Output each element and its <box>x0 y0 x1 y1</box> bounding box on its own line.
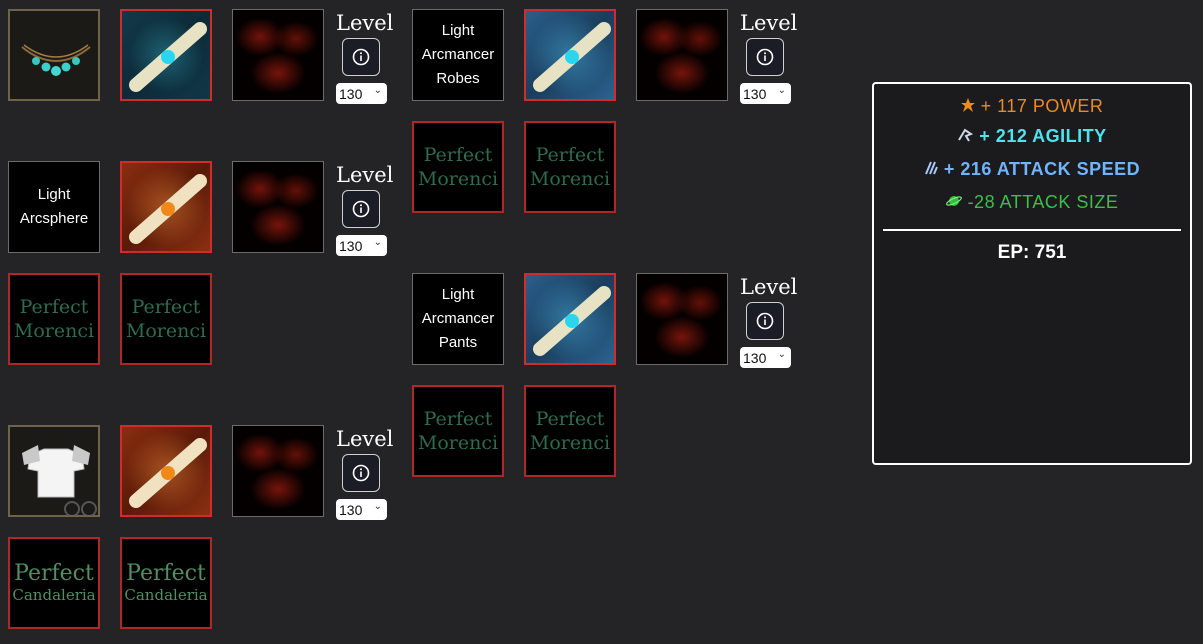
info-button[interactable] <box>746 38 784 76</box>
info-icon <box>352 464 370 482</box>
level-value: 130 <box>743 85 767 102</box>
gem-name: Morenci <box>417 168 499 190</box>
item-name-line: Robes <box>436 70 480 87</box>
chevron-down-icon: ⌄ <box>373 501 382 512</box>
item-name-slot[interactable]: Light Arcmancer Robes <box>412 9 504 101</box>
info-icon <box>756 48 774 66</box>
level-select[interactable]: 130 ⌄ <box>336 83 387 104</box>
level-select[interactable]: 130 ⌄ <box>740 83 791 104</box>
gem-name: Morenci <box>417 432 499 454</box>
orange-scroll-slot[interactable] <box>120 425 212 517</box>
chestplate-slot[interactable] <box>8 425 100 517</box>
chevron-down-icon: ⌄ <box>777 85 786 96</box>
blurred-slot[interactable] <box>232 161 324 253</box>
perfect-label: Perfect <box>131 296 201 318</box>
level-value: 130 <box>339 501 363 518</box>
item-name-line: Arcsphere <box>19 210 89 227</box>
gem-name: Morenci <box>529 168 611 190</box>
stats-panel: + 117 POWER + 212 AGILITY + 216 ATTACK S… <box>872 82 1192 465</box>
blue-scroll-slot[interactable] <box>120 9 212 101</box>
perfect-gem-slot[interactable]: Perfect Morenci <box>524 121 616 213</box>
gem-name: Candaleria <box>12 586 96 604</box>
perfect-gem-slot[interactable]: Perfect Candaleria <box>8 537 100 629</box>
level-value: 130 <box>339 237 363 254</box>
blue-scroll-slot[interactable] <box>524 273 616 365</box>
scroll-icon <box>533 22 611 92</box>
blurred-slot[interactable] <box>636 273 728 365</box>
info-icon <box>352 48 370 66</box>
perfect-label: Perfect <box>14 561 94 586</box>
perfect-gem-slot[interactable]: Perfect Morenci <box>412 385 504 477</box>
level-value: 130 <box>743 349 767 366</box>
scroll-icon <box>533 286 611 356</box>
item-name-line: Light <box>441 22 475 39</box>
stat-attack-speed-text: + 216 ATTACK SPEED <box>943 159 1141 179</box>
necklace-icon <box>21 44 91 76</box>
chevron-down-icon: ⌄ <box>373 85 382 96</box>
attack-size-icon <box>945 192 962 213</box>
power-icon <box>960 96 975 117</box>
perfect-label: Perfect <box>535 408 605 430</box>
perfect-label: Perfect <box>19 296 89 318</box>
chestplate-icon <box>22 445 97 515</box>
level-label: Level <box>740 11 798 35</box>
level-label: Level <box>336 427 394 451</box>
level-select[interactable]: 130 ⌄ <box>740 347 791 368</box>
perfect-gem-slot[interactable]: Perfect Candaleria <box>120 537 212 629</box>
perfect-gem-slot[interactable]: Perfect Morenci <box>8 273 100 365</box>
item-name-line: Light <box>441 286 475 303</box>
orange-scroll-slot[interactable] <box>120 161 212 253</box>
level-value: 130 <box>339 85 363 102</box>
blurred-slot[interactable] <box>232 9 324 101</box>
scroll-icon <box>129 174 207 244</box>
ep-total: EP: 751 <box>997 242 1067 263</box>
info-icon <box>756 312 774 330</box>
perfect-gem-slot[interactable]: Perfect Morenci <box>524 385 616 477</box>
stat-agility: + 212 AGILITY <box>874 126 1190 147</box>
level-label: Level <box>336 163 394 187</box>
scroll-icon <box>129 22 207 92</box>
stat-attack-size-text: -28 ATTACK SIZE <box>967 192 1119 212</box>
perfect-label: Perfect <box>423 408 493 430</box>
item-name-slot[interactable]: Light Arcsphere <box>8 161 100 253</box>
info-button[interactable] <box>342 190 380 228</box>
chevron-down-icon: ⌄ <box>373 237 382 248</box>
perfect-label: Perfect <box>535 144 605 166</box>
blue-scroll-slot[interactable] <box>524 9 616 101</box>
info-icon <box>352 200 370 218</box>
divider <box>883 229 1181 231</box>
stat-power-text: + 117 POWER <box>980 96 1104 116</box>
agility-icon <box>957 126 974 147</box>
level-select[interactable]: 130 ⌄ <box>336 499 387 520</box>
chevron-down-icon: ⌄ <box>777 349 786 360</box>
blurred-slot[interactable] <box>636 9 728 101</box>
attack-speed-icon <box>924 159 938 180</box>
item-name-line: Arcmancer <box>421 310 495 327</box>
info-button[interactable] <box>342 454 380 492</box>
gem-name: Morenci <box>13 320 95 342</box>
perfect-gem-slot[interactable]: Perfect Morenci <box>120 273 212 365</box>
blurred-slot[interactable] <box>232 425 324 517</box>
item-name-line: Pants <box>438 334 478 351</box>
gem-name: Candaleria <box>124 586 208 604</box>
item-name-line: Arcmancer <box>421 46 495 63</box>
necklace-slot[interactable] <box>8 9 100 101</box>
perfect-label: Perfect <box>423 144 493 166</box>
level-label: Level <box>740 275 798 299</box>
perfect-gem-slot[interactable]: Perfect Morenci <box>412 121 504 213</box>
item-name-slot[interactable]: Light Arcmancer Pants <box>412 273 504 365</box>
gem-name: Morenci <box>125 320 207 342</box>
scroll-icon <box>129 438 207 508</box>
info-button[interactable] <box>746 302 784 340</box>
stat-attack-size: -28 ATTACK SIZE <box>874 192 1190 213</box>
level-label: Level <box>336 11 394 35</box>
gem-name: Morenci <box>529 432 611 454</box>
stat-attack-speed: + 216 ATTACK SPEED <box>874 159 1190 180</box>
stat-agility-text: + 212 AGILITY <box>979 126 1107 146</box>
perfect-label: Perfect <box>126 561 206 586</box>
level-select[interactable]: 130 ⌄ <box>336 235 387 256</box>
info-button[interactable] <box>342 38 380 76</box>
stat-power: + 117 POWER <box>874 96 1190 117</box>
item-name-line: Light <box>37 186 71 203</box>
